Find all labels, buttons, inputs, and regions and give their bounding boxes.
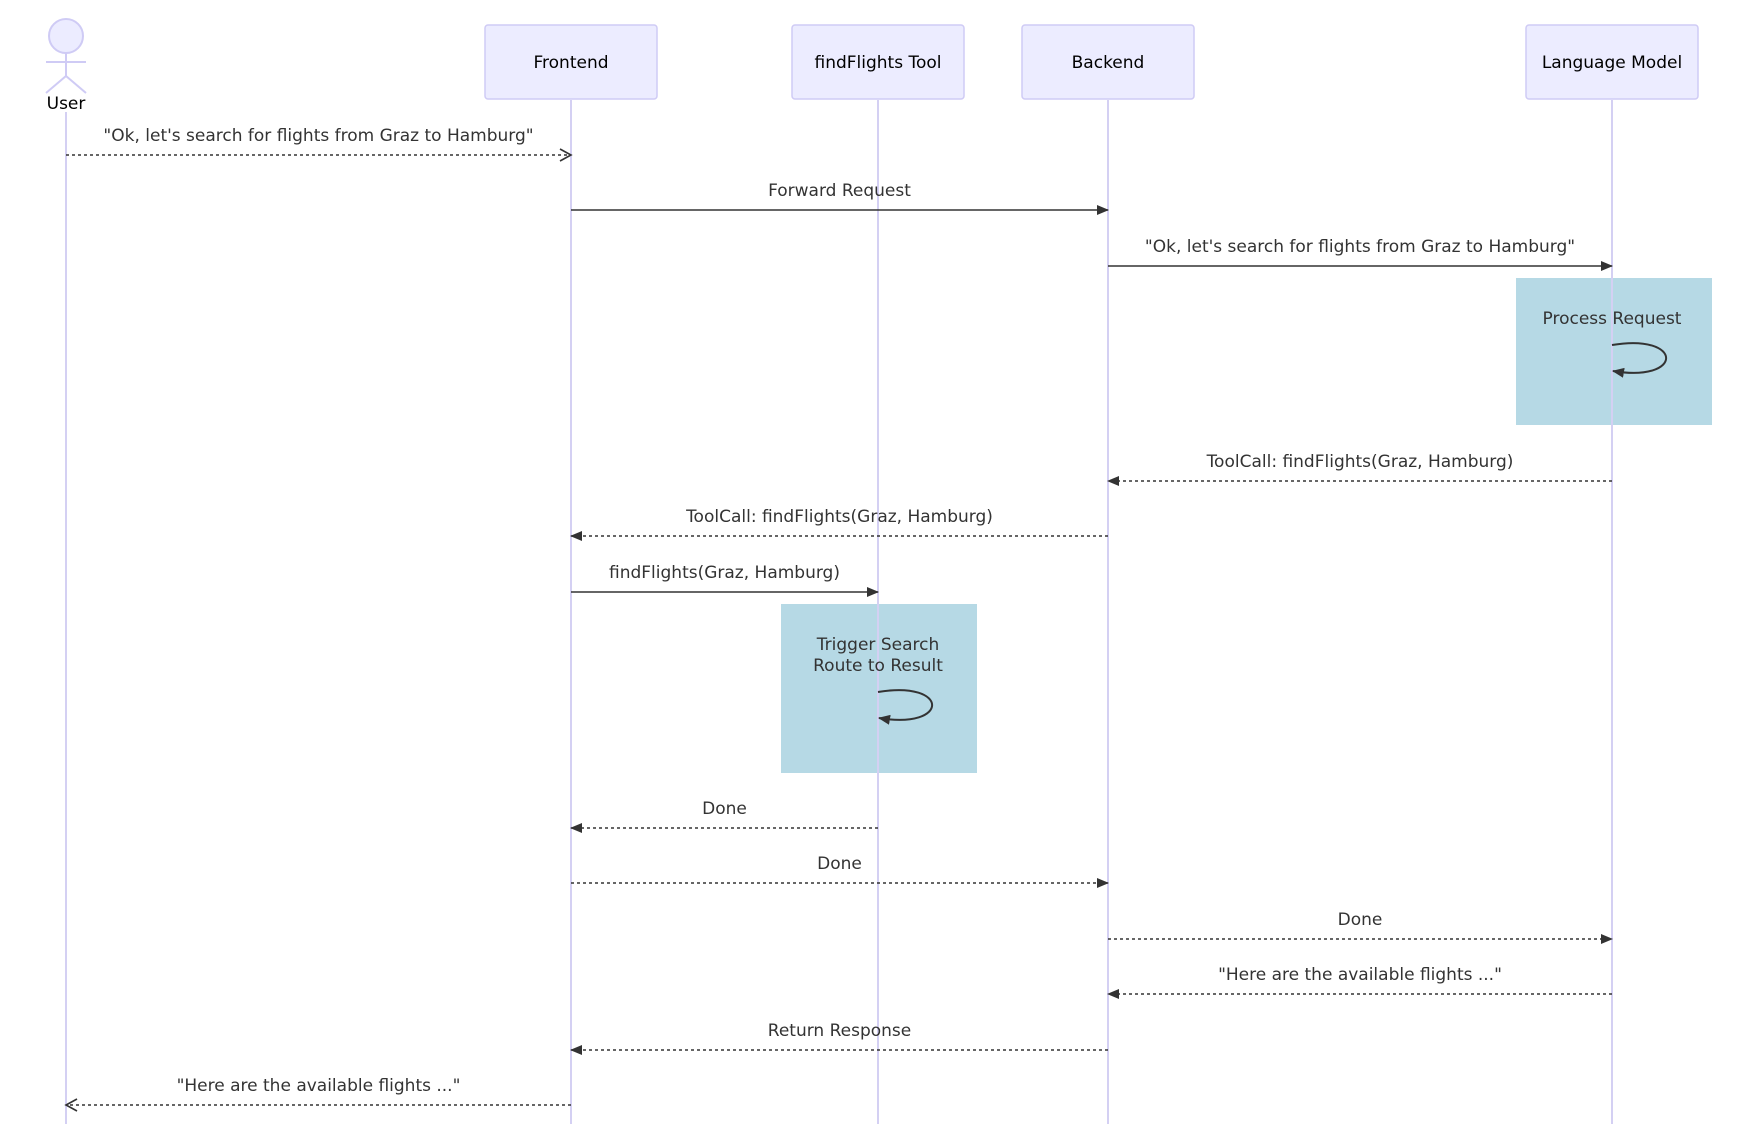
person-icon — [48, 18, 84, 54]
participant-label-tool: findFlights Tool — [814, 53, 941, 73]
message-label: Forward Request — [768, 181, 911, 201]
self-call-label: Route to Result — [813, 656, 943, 676]
actors: User Frontend findFlights Tool Backend Langu… — [45, 18, 1699, 114]
participant-label-llm: Language Model — [1542, 53, 1682, 73]
note-box — [1516, 278, 1712, 425]
messages: "Ok, let's search for flights from Graz … — [64, 126, 1613, 1112]
self-call-arrow — [877, 689, 934, 725]
message-label: ToolCall: findFlights(Graz, Hamburg) — [1206, 452, 1514, 472]
message-label: Return Response — [768, 1021, 911, 1041]
participant-llm: Language Model — [1525, 24, 1699, 100]
participant-box — [484, 24, 658, 100]
message-label: Done — [817, 854, 862, 874]
actor-label-user: User — [47, 94, 86, 114]
self-call-arrow — [1611, 342, 1668, 378]
participant-frontend: Frontend — [484, 24, 658, 100]
participant-box — [1021, 24, 1195, 100]
participant-box — [1525, 24, 1699, 100]
participant-box — [791, 24, 965, 100]
message-label: "Here are the available flights ..." — [1218, 965, 1502, 985]
participant-label-backend: Backend — [1072, 53, 1145, 73]
message-user-to-frontend: "Ok, let's search for flights from Graz … — [66, 126, 573, 162]
message-backend-to-llm: Done — [1108, 910, 1613, 944]
message-backend-to-frontend: Return Response — [570, 1021, 1108, 1055]
participant-tool: findFlights Tool — [791, 24, 965, 100]
message-tool-to-frontend: Done — [570, 799, 878, 833]
message-label: Done — [1338, 910, 1383, 930]
message-backend-to-frontend: ToolCall: findFlights(Graz, Hamburg) — [570, 507, 1108, 541]
message-label: "Here are the available flights ..." — [177, 1076, 461, 1096]
message-llm-to-backend: "Here are the available flights ..." — [1107, 965, 1612, 999]
participant-label-frontend: Frontend — [533, 53, 608, 73]
self-call-label: Trigger Search — [816, 635, 939, 655]
message-backend-to-llm: "Ok, let's search for flights from Graz … — [1108, 237, 1613, 271]
actor-user: User — [45, 18, 87, 114]
participant-backend: Backend — [1021, 24, 1195, 100]
message-frontend-to-backend: Forward Request — [571, 181, 1109, 215]
message-label: ToolCall: findFlights(Graz, Hamburg) — [685, 507, 993, 527]
message-frontend-to-user: "Here are the available flights ..." — [64, 1076, 571, 1112]
message-label: "Ok, let's search for flights from Graz … — [103, 126, 533, 146]
message-label: "Ok, let's search for flights from Graz … — [1145, 237, 1575, 257]
message-label: findFlights(Graz, Hamburg) — [609, 563, 840, 583]
message-label: Done — [702, 799, 747, 819]
message-llm-to-backend: ToolCall: findFlights(Graz, Hamburg) — [1107, 452, 1612, 486]
message-frontend-to-tool: findFlights(Graz, Hamburg) — [571, 563, 879, 597]
self-call-llm: Process Request — [1516, 278, 1712, 425]
message-frontend-to-backend: Done — [571, 854, 1109, 888]
self-call-label: Process Request — [1543, 309, 1682, 329]
